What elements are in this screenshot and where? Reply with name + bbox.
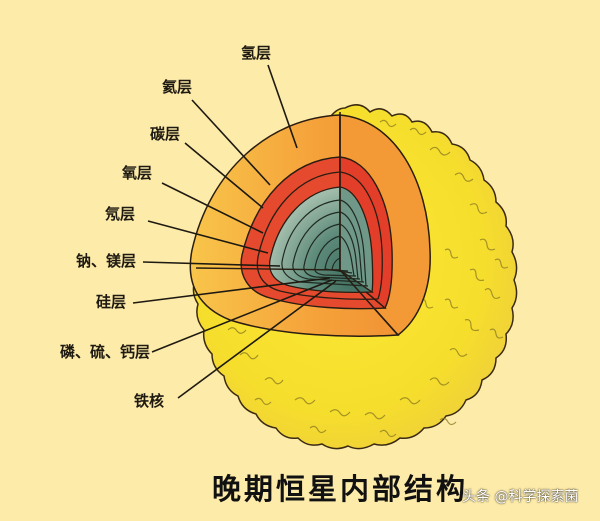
label-hydrogen-layer: 氢层: [241, 44, 272, 62]
label-silicon-layer: 硅层: [96, 293, 127, 311]
label-sodium-magnesium-layer: 钠、镁层: [76, 252, 137, 270]
label-carbon-layer: 碳层: [150, 125, 181, 143]
label-helium-layer: 氦层: [162, 78, 193, 96]
leader-lines: [132, 64, 337, 399]
label-phosphorus-sulfur-calcium-layer: 磷、硫、钙层: [60, 343, 151, 361]
label-neon-layer: 氖层: [105, 205, 136, 223]
label-oxygen-layer: 氧层: [122, 164, 153, 182]
watermark: 头条 @科学探索菌: [462, 489, 579, 505]
diagram-title: 晚期恒星内部结构: [212, 472, 469, 506]
label-iron-core: 铁核: [134, 392, 165, 410]
inner-core-layers-region: [195, 112, 399, 336]
